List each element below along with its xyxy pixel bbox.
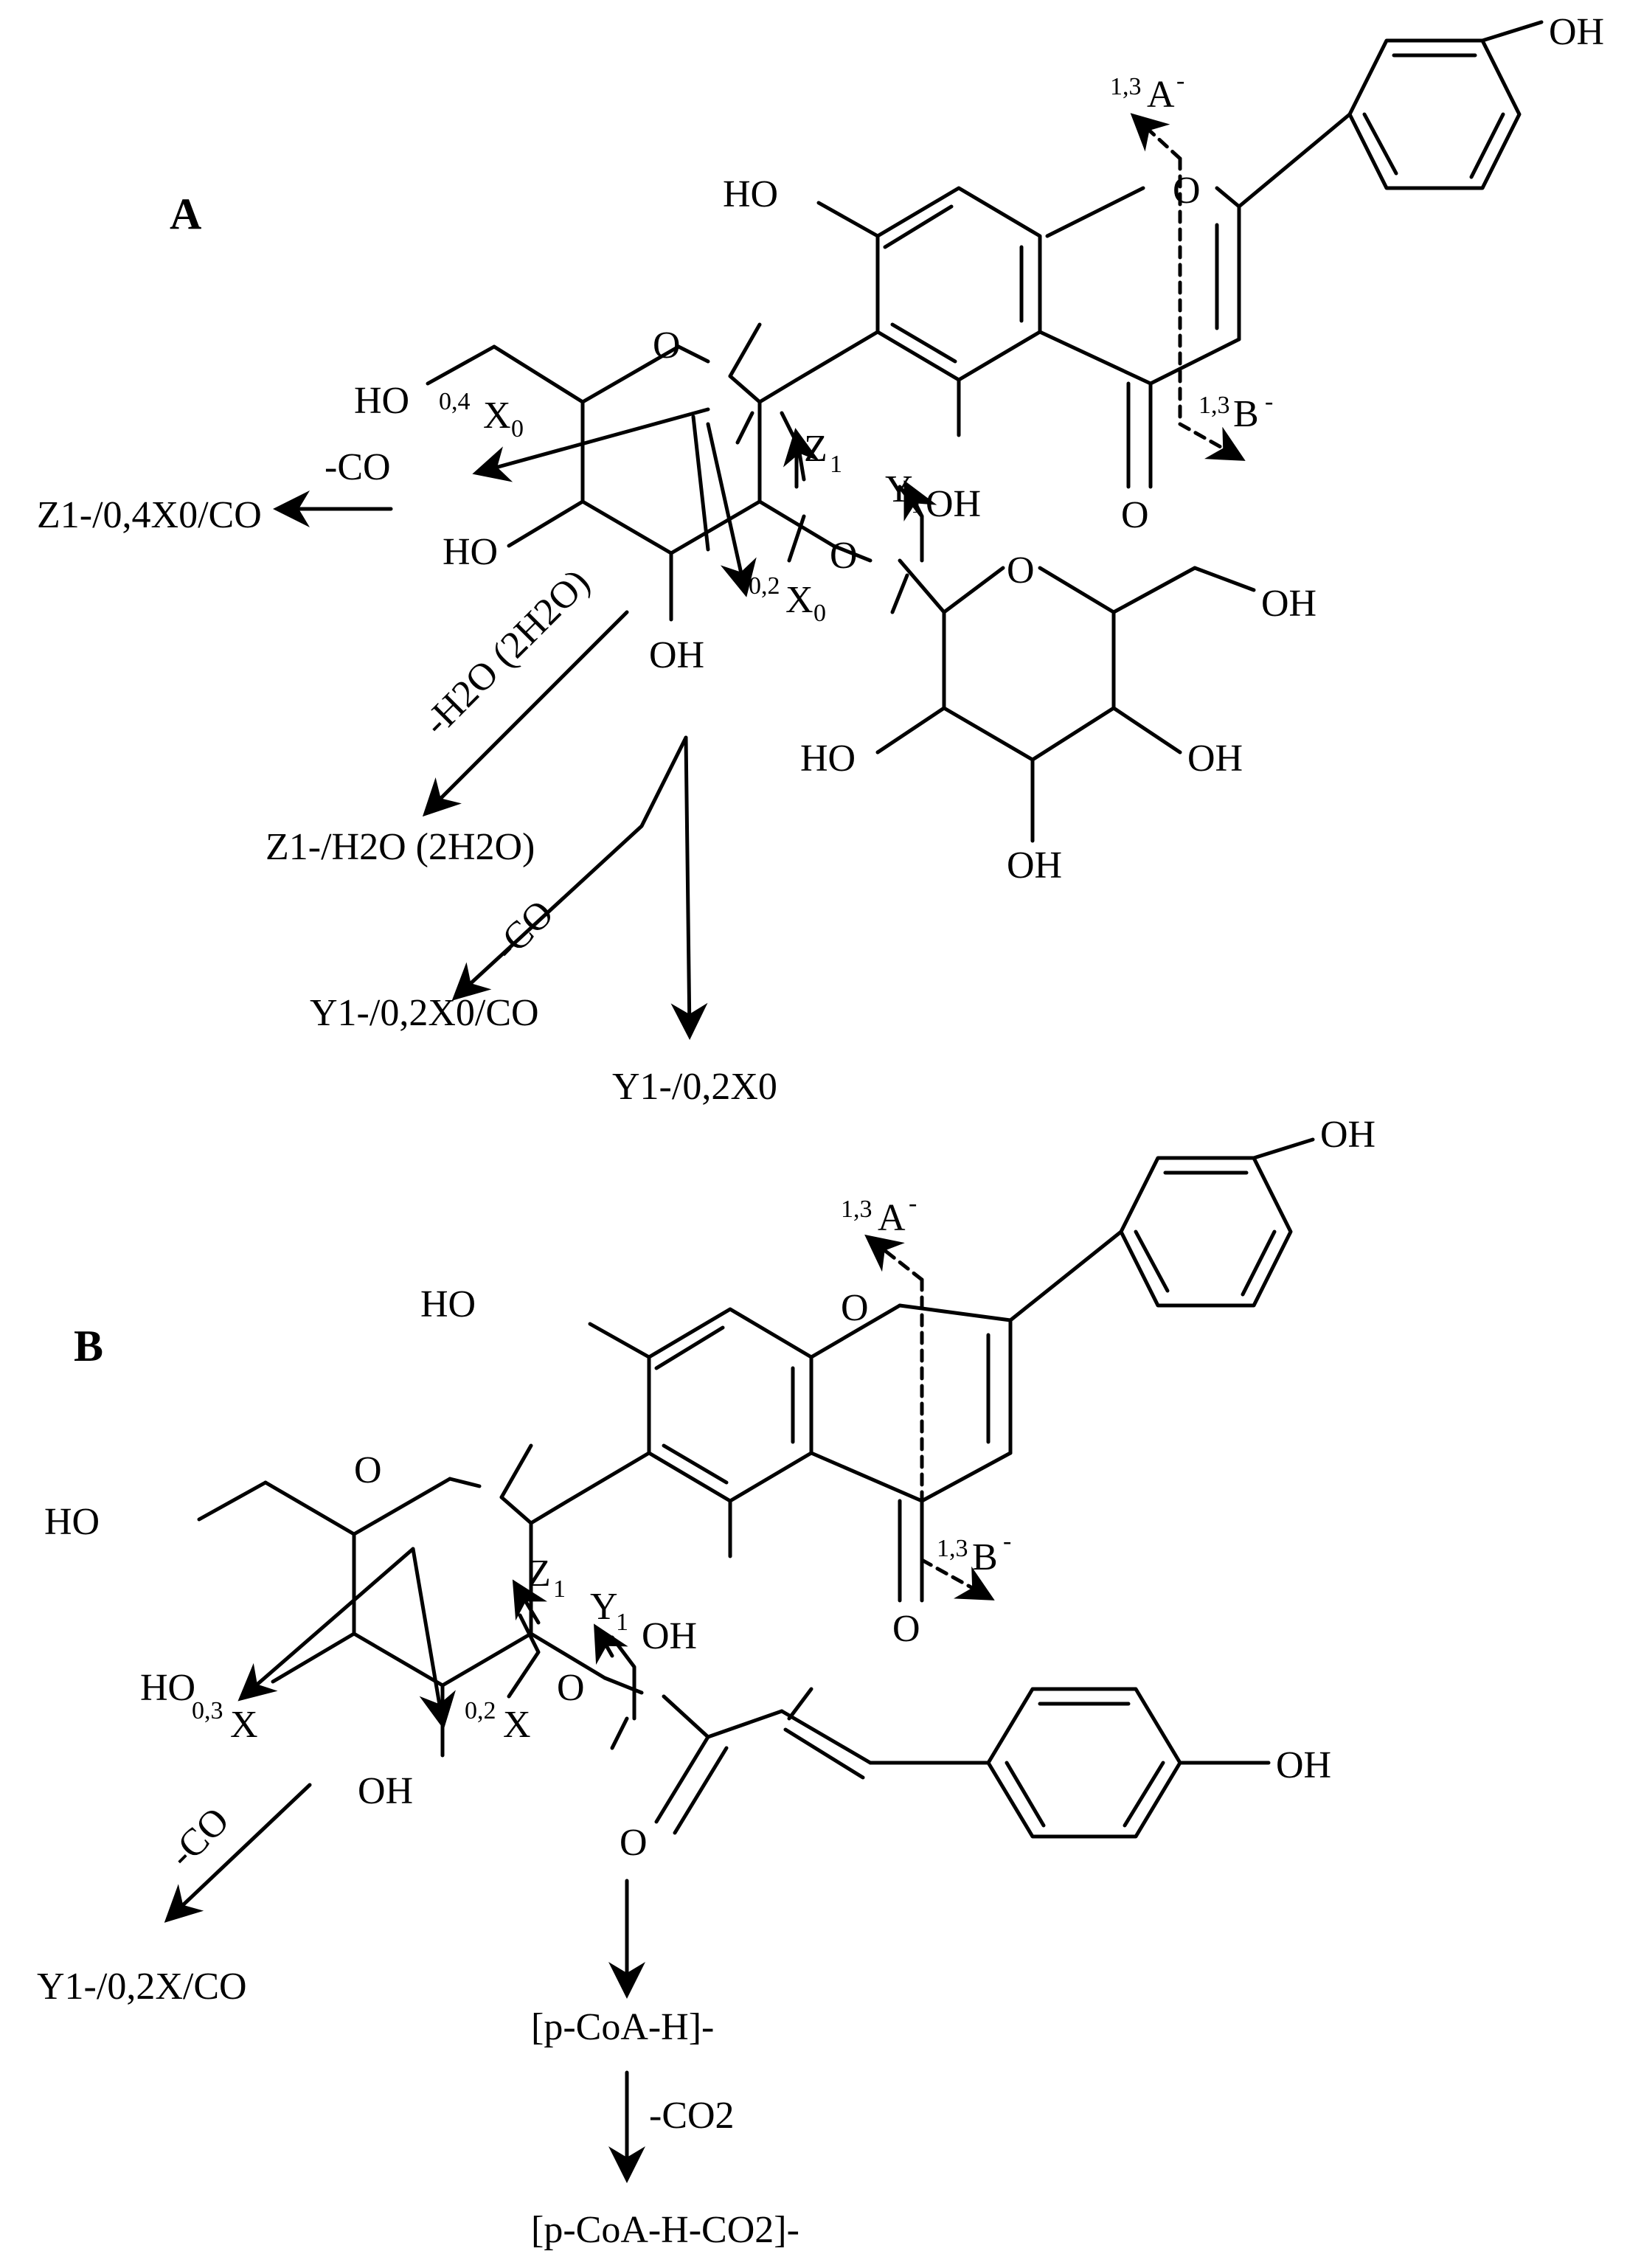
panel-b-text: B OH O O HO OH 1,3 A - 1,3 B - HO O HO O… — [37, 1114, 1375, 2251]
hydroxyl-label: OH — [1187, 738, 1243, 780]
fragment-sub: 1 — [616, 1609, 628, 1636]
coumaroyl-b — [654, 1687, 1271, 1839]
panel-a-text: A OH O O HO OH 1,3 A - 1,3 B - HO O HO O… — [37, 11, 1604, 1108]
c-ring-a — [1038, 112, 1352, 489]
panel-label: B — [74, 1322, 103, 1370]
hydroxyl-label: HO — [354, 380, 409, 422]
fragment-sup: 0,2 — [749, 572, 780, 600]
fragment-02x0-label: X — [785, 579, 813, 621]
hydroxyl-label: OH — [1007, 845, 1062, 887]
fragment-04x0-label: X — [483, 395, 511, 437]
fragment-charge: - — [909, 1190, 917, 1217]
neutral-loss-label: -CO — [325, 446, 391, 488]
phenyl-ring-b — [1119, 1137, 1315, 1308]
hydroxyl-label: OH — [1549, 11, 1604, 53]
carbonyl-oxygen-label: O — [892, 1608, 920, 1650]
fragment-13b-label: B — [1233, 393, 1259, 435]
fragment-13b-label: B — [972, 1536, 998, 1578]
fragment-sub: 0 — [511, 415, 524, 443]
ester-oxygen-label: O — [620, 1822, 648, 1864]
ring-oxygen-label: O — [1007, 549, 1035, 592]
fragment-02x-label: X — [503, 1704, 531, 1746]
hydroxyl-label: HO — [140, 1667, 195, 1709]
fragment-sup: 1,3 — [1198, 392, 1230, 419]
fragment-sub: 1 — [911, 491, 923, 519]
sugar2-a — [875, 558, 1256, 843]
hydroxyl-label: OH — [1320, 1114, 1375, 1156]
neutral-loss-label: -H2O (2H2O) — [415, 561, 598, 744]
hydroxyl-label: OH — [926, 483, 981, 525]
hydroxyl-label: HO — [443, 531, 498, 573]
carbonyl-oxygen-label: O — [1121, 494, 1149, 536]
hydroxyl-label: OH — [358, 1770, 413, 1812]
product-ion-label: Z1-/0,4X0/CO — [37, 494, 262, 536]
phenyl-ring-a — [1347, 20, 1544, 190]
glycosidic-oxygen-label: O — [830, 535, 858, 577]
a-ring-b — [566, 1303, 902, 1558]
ring-oxygen-label: O — [653, 325, 681, 367]
fragment-sup: 1,3 — [937, 1535, 968, 1562]
panel-label: A — [170, 190, 201, 238]
fragment-charge: - — [1265, 388, 1273, 415]
hydroxyl-label: HO — [723, 173, 778, 215]
fragment-03x-label: X — [230, 1704, 258, 1746]
panel-b — [164, 1137, 1315, 2183]
fragment-sub: 1 — [553, 1575, 566, 1603]
neutral-loss-label: -CO2 — [649, 2095, 735, 2137]
z1-label: Z — [804, 428, 828, 470]
fragment-13a-label: A — [1147, 74, 1175, 116]
sugar1-a — [426, 322, 872, 622]
hydroxyl-label: HO — [800, 738, 856, 780]
hydroxyl-label: OH — [642, 1615, 697, 1657]
fragment-charge: - — [1003, 1527, 1011, 1555]
y1-label: Y — [885, 468, 913, 510]
fragment-charge: - — [1176, 67, 1184, 94]
fragment-sup: 0,2 — [465, 1697, 496, 1724]
a-ring-a — [794, 186, 1042, 437]
dashed-13-cleavage-a — [1130, 113, 1246, 461]
hydroxyl-label: HO — [44, 1501, 100, 1543]
hydroxyl-label: OH — [1261, 583, 1316, 625]
glycosidic-oxygen-label: O — [557, 1667, 585, 1709]
ring-oxygen-label: O — [841, 1287, 869, 1329]
z1-label: Z — [527, 1553, 551, 1595]
product-ion-label: Y1-/0,2X0/CO — [310, 992, 539, 1034]
fragment-sup: 0,4 — [439, 388, 471, 415]
product-ion-label: Z1-/H2O (2H2O) — [266, 826, 535, 868]
fragment-sub: 0 — [813, 600, 826, 627]
arrows-b — [164, 1547, 645, 2183]
ring-oxygen-label: O — [354, 1449, 382, 1491]
fragment-sup: 0,3 — [192, 1697, 223, 1724]
hydroxyl-label: HO — [420, 1283, 476, 1325]
product-ion-label: [p-CoA-H]- — [531, 2006, 714, 2048]
fragment-sup: 1,3 — [841, 1196, 872, 1223]
sugar1-b — [197, 1443, 644, 1758]
hydroxyl-label: OH — [1276, 1744, 1331, 1786]
y1-label: Y — [590, 1586, 618, 1628]
panel-a — [273, 20, 1544, 1040]
hydroxyl-label: OH — [649, 634, 704, 676]
fragment-13a-label: A — [878, 1197, 906, 1239]
fragment-sub: 1 — [830, 451, 842, 478]
product-ion-label: [p-CoA-H-CO2]- — [531, 2209, 799, 2251]
ring-oxygen-label: O — [1173, 170, 1201, 212]
product-ion-label: Y1-/0,2X0 — [612, 1066, 777, 1108]
product-ion-label: Y1-/0,2X/CO — [37, 1966, 247, 2008]
arrows-a — [273, 407, 937, 1040]
dashed-13-cleavage-b — [864, 1234, 995, 1601]
fragment-sup: 1,3 — [1110, 73, 1142, 100]
